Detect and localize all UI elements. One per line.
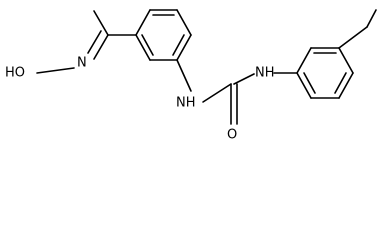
hydroxy-label: HO [5, 66, 25, 81]
n-o-bond [36, 67, 75, 74]
benzene-ring-left [135, 9, 192, 61]
carbonyl-to-nh-bond [233, 73, 255, 85]
c-n-double-bond-1 [93, 34, 109, 60]
carbonyl-oxygen-label: O [227, 128, 237, 143]
amide-nh-right-label: NH [255, 66, 275, 81]
ring-to-nh-bond [176, 59, 192, 92]
urea-linker: NH O NH [176, 59, 298, 143]
amide-nh-left-label: NH [176, 96, 196, 111]
methyl-bond-right [338, 26, 368, 49]
benzene-ring-right [296, 9, 377, 99]
chemical-structure-diagram: N HO NH O NH [5, 9, 377, 143]
oxime-nitrogen-label: N [77, 56, 87, 71]
c-n-double-bond-2 [87, 30, 102, 54]
oxime-group: N HO [5, 10, 137, 81]
nh-to-carbonyl-bond [202, 83, 232, 103]
methyl-bond [93, 10, 109, 36]
